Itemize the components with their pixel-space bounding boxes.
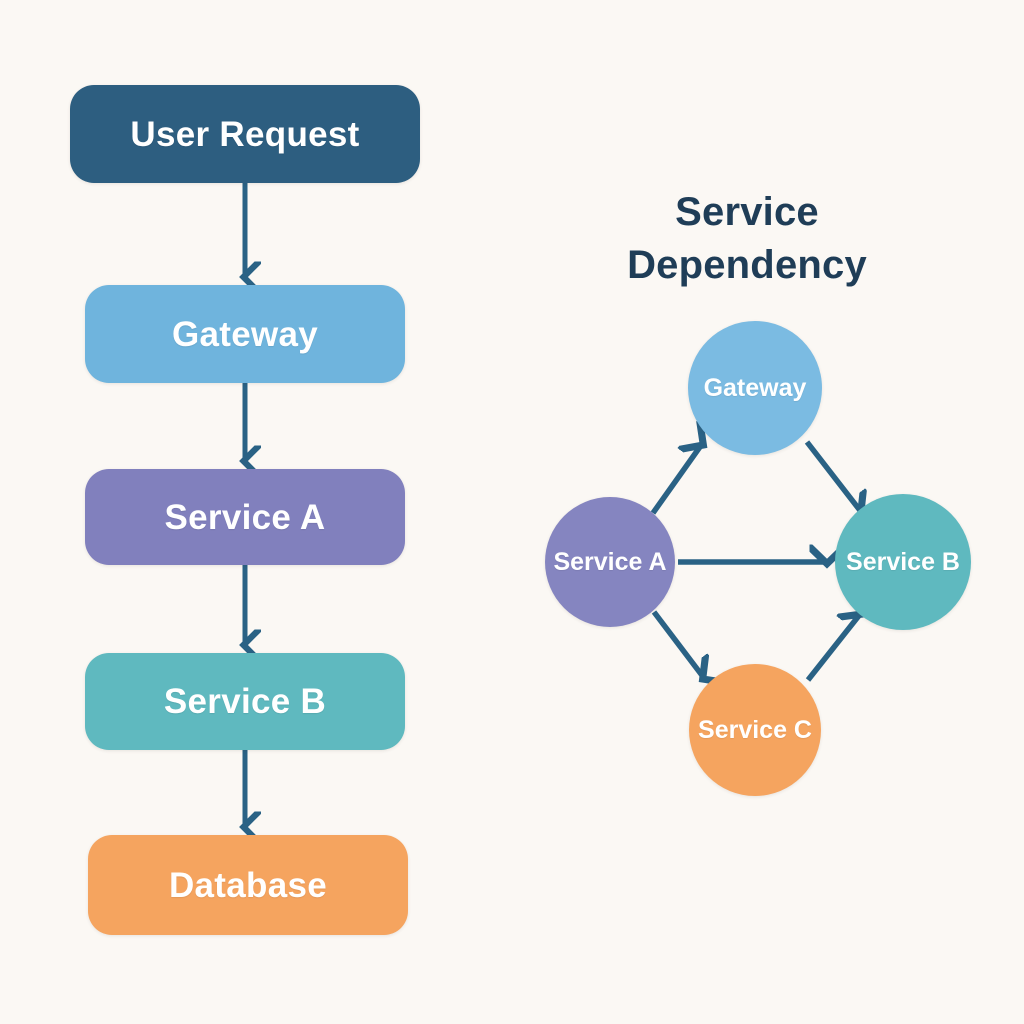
dependency-title-line-2: Dependency [627, 242, 867, 287]
graph-node-service-b[interactable]: Service B [835, 494, 971, 630]
flow-node-service-b[interactable]: Service B [85, 653, 405, 750]
dependency-edge-service-a-to-gateway [650, 444, 702, 515]
graph-node-service-b-label: Service B [846, 547, 960, 576]
flow-node-database-label: Database [168, 865, 328, 905]
dependency-graph-title: Service Dependency [470, 186, 1024, 292]
graph-node-service-a[interactable]: Service A [545, 497, 675, 627]
graph-node-gateway[interactable]: Gateway [688, 321, 822, 455]
request-flow-column: User Request Gateway Service A Service B… [0, 0, 470, 1024]
flow-node-gateway[interactable]: Gateway [85, 285, 405, 383]
graph-node-gateway-label: Gateway [703, 373, 807, 402]
flow-node-gateway-label: Gateway [171, 314, 319, 354]
dependency-edge-service-a-to-service-c [651, 610, 704, 678]
flow-node-database[interactable]: Database [88, 835, 408, 935]
service-dependency-panel: Service Dependency [470, 0, 1024, 1024]
graph-node-service-c[interactable]: Service C [689, 664, 821, 796]
dependency-edge-gateway-to-service-b [804, 440, 862, 513]
flow-node-service-a[interactable]: Service A [85, 469, 405, 565]
flow-node-user-request-label: User Request [130, 114, 360, 154]
flow-node-service-b-label: Service B [163, 682, 327, 721]
dependency-title-line-1: Service [675, 190, 819, 234]
dependency-edge-service-c-to-service-b [805, 613, 861, 682]
graph-node-service-c-label: Service C [698, 715, 812, 744]
flow-node-service-a-label: Service A [164, 497, 326, 537]
graph-node-service-a-label: Service A [553, 547, 667, 576]
flow-node-user-request[interactable]: User Request [70, 85, 420, 183]
